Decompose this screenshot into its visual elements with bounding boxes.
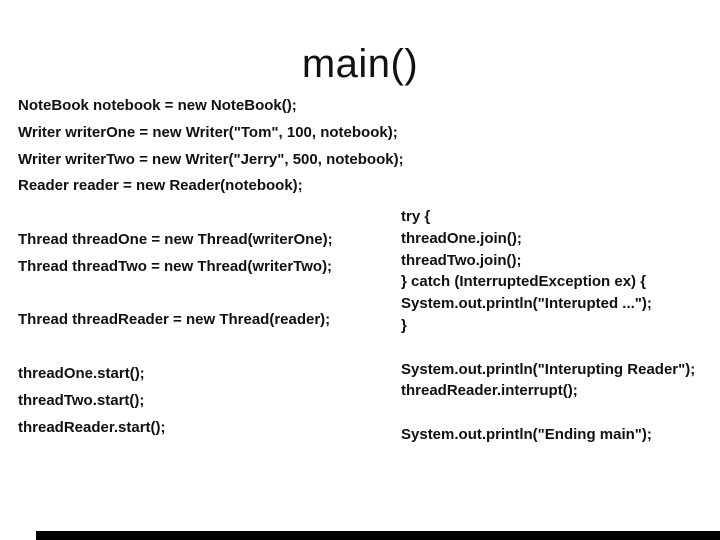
code-line: Thread threadTwo = new Thread(writerTwo)… <box>18 257 333 275</box>
code-line: threadReader.start(); <box>18 418 166 436</box>
code-line-blank <box>18 200 404 227</box>
code-line: threadReader.interrupt(); <box>401 382 578 400</box>
code-line: } catch (InterruptedException ex) { <box>401 273 647 291</box>
code-line: System.out.println("Interupting Reader")… <box>401 360 696 378</box>
code-line-blank <box>401 337 695 359</box>
code-line: System.out.println("Ending main"); <box>401 425 652 443</box>
code-line-blank <box>401 402 695 424</box>
code-line: try { <box>401 208 431 225</box>
code-column-left: NoteBook notebook = new NoteBook(); Writ… <box>18 93 404 441</box>
code-line: System.out.println("Interupted ..."); <box>401 295 652 313</box>
code-line: Writer writerOne = new Writer("Tom", 100… <box>18 123 398 141</box>
code-line: Thread threadOne = new Thread(writerOne)… <box>18 230 333 248</box>
code-line: threadTwo.join(); <box>401 251 522 269</box>
code-line: NoteBook notebook = new NoteBook(); <box>18 97 297 114</box>
code-line: threadOne.start(); <box>18 364 145 382</box>
code-line: Reader reader = new Reader(notebook); <box>18 177 303 195</box>
code-line: Writer writerTwo = new Writer("Jerry", 5… <box>18 150 404 168</box>
code-line: threadTwo.start(); <box>18 391 145 409</box>
slide-title: main() <box>301 42 419 86</box>
bottom-edge-bar <box>36 531 720 540</box>
code-line-blank <box>18 334 404 361</box>
code-line: threadOne.join(); <box>401 229 522 247</box>
code-line: Thread threadReader = new Thread(reader)… <box>18 311 331 329</box>
code-column-right: try { threadOne.join(); threadTwo.join()… <box>401 206 695 446</box>
code-line-blank <box>18 281 404 308</box>
code-line: } <box>401 316 407 334</box>
